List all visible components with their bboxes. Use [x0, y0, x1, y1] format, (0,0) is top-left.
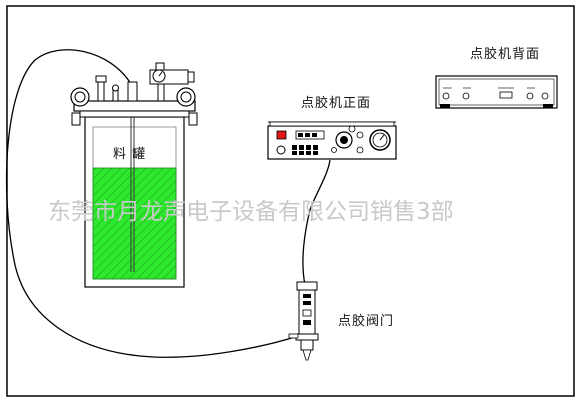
watermark: 东莞市月龙声电子设备有限公司销售3部: [48, 199, 454, 225]
regulator-icon: [149, 62, 195, 102]
machine-back-panel: [435, 75, 558, 109]
power-switch-icon: [276, 145, 286, 155]
air-hose-machine: [302, 159, 331, 286]
machine-front-panel: [267, 121, 397, 160]
material-tank: [70, 62, 198, 288]
tank-label: 料 罐: [113, 147, 147, 162]
red-button-icon: [276, 130, 287, 140]
machine-back-label: 点胶机背面: [470, 47, 541, 62]
dispensing-valve: [288, 281, 319, 361]
machine-front-label: 点胶机正面: [301, 96, 372, 111]
valve-label: 点胶阀门: [338, 314, 395, 329]
nozzle-icon: [302, 349, 312, 361]
back-socket-icon: [499, 91, 513, 99]
air-hose-left: [5, 49, 299, 358]
